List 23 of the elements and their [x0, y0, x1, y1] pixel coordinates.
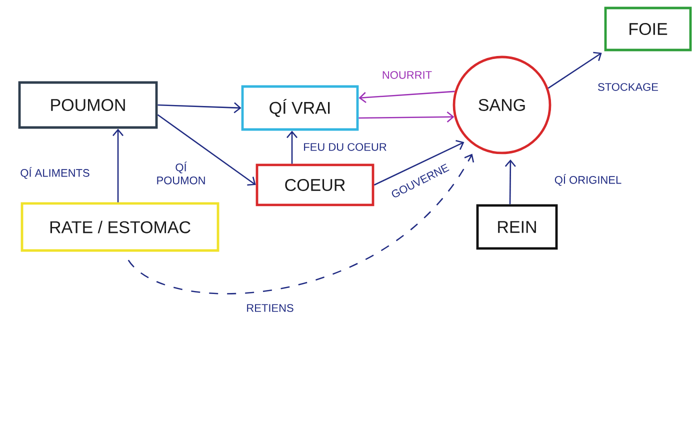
- edge-label: QÍ POUMON: [154, 160, 208, 186]
- arrow: [548, 52, 602, 89]
- concept-box: QÍ VRAI: [241, 85, 359, 131]
- arrow: [128, 154, 474, 294]
- concept-box: FOIE: [604, 6, 692, 52]
- arrow: [286, 130, 298, 164]
- arrow: [112, 128, 124, 202]
- concept-box: REIN: [476, 204, 558, 250]
- edge-label: QÍ ALIMENTS: [18, 166, 92, 180]
- concept-box: POUMON: [18, 81, 158, 129]
- edge-label: RETIENS: [244, 302, 296, 314]
- concept-box: RATE / ESTOMAC: [20, 202, 220, 252]
- edge-label: NOURRIT: [380, 70, 434, 80]
- edge-label: STOCKAGE: [596, 82, 660, 92]
- arrow: [157, 114, 256, 186]
- arrow: [374, 140, 464, 186]
- arrow: [158, 102, 242, 114]
- arrow: [504, 159, 516, 204]
- arrow: [358, 111, 454, 122]
- arrow: [358, 90, 455, 104]
- edge-label: FEU DU COEUR: [302, 142, 388, 152]
- concept-box: COEUR: [256, 164, 374, 206]
- edge-label: QÍ ORIGINEL: [552, 172, 624, 188]
